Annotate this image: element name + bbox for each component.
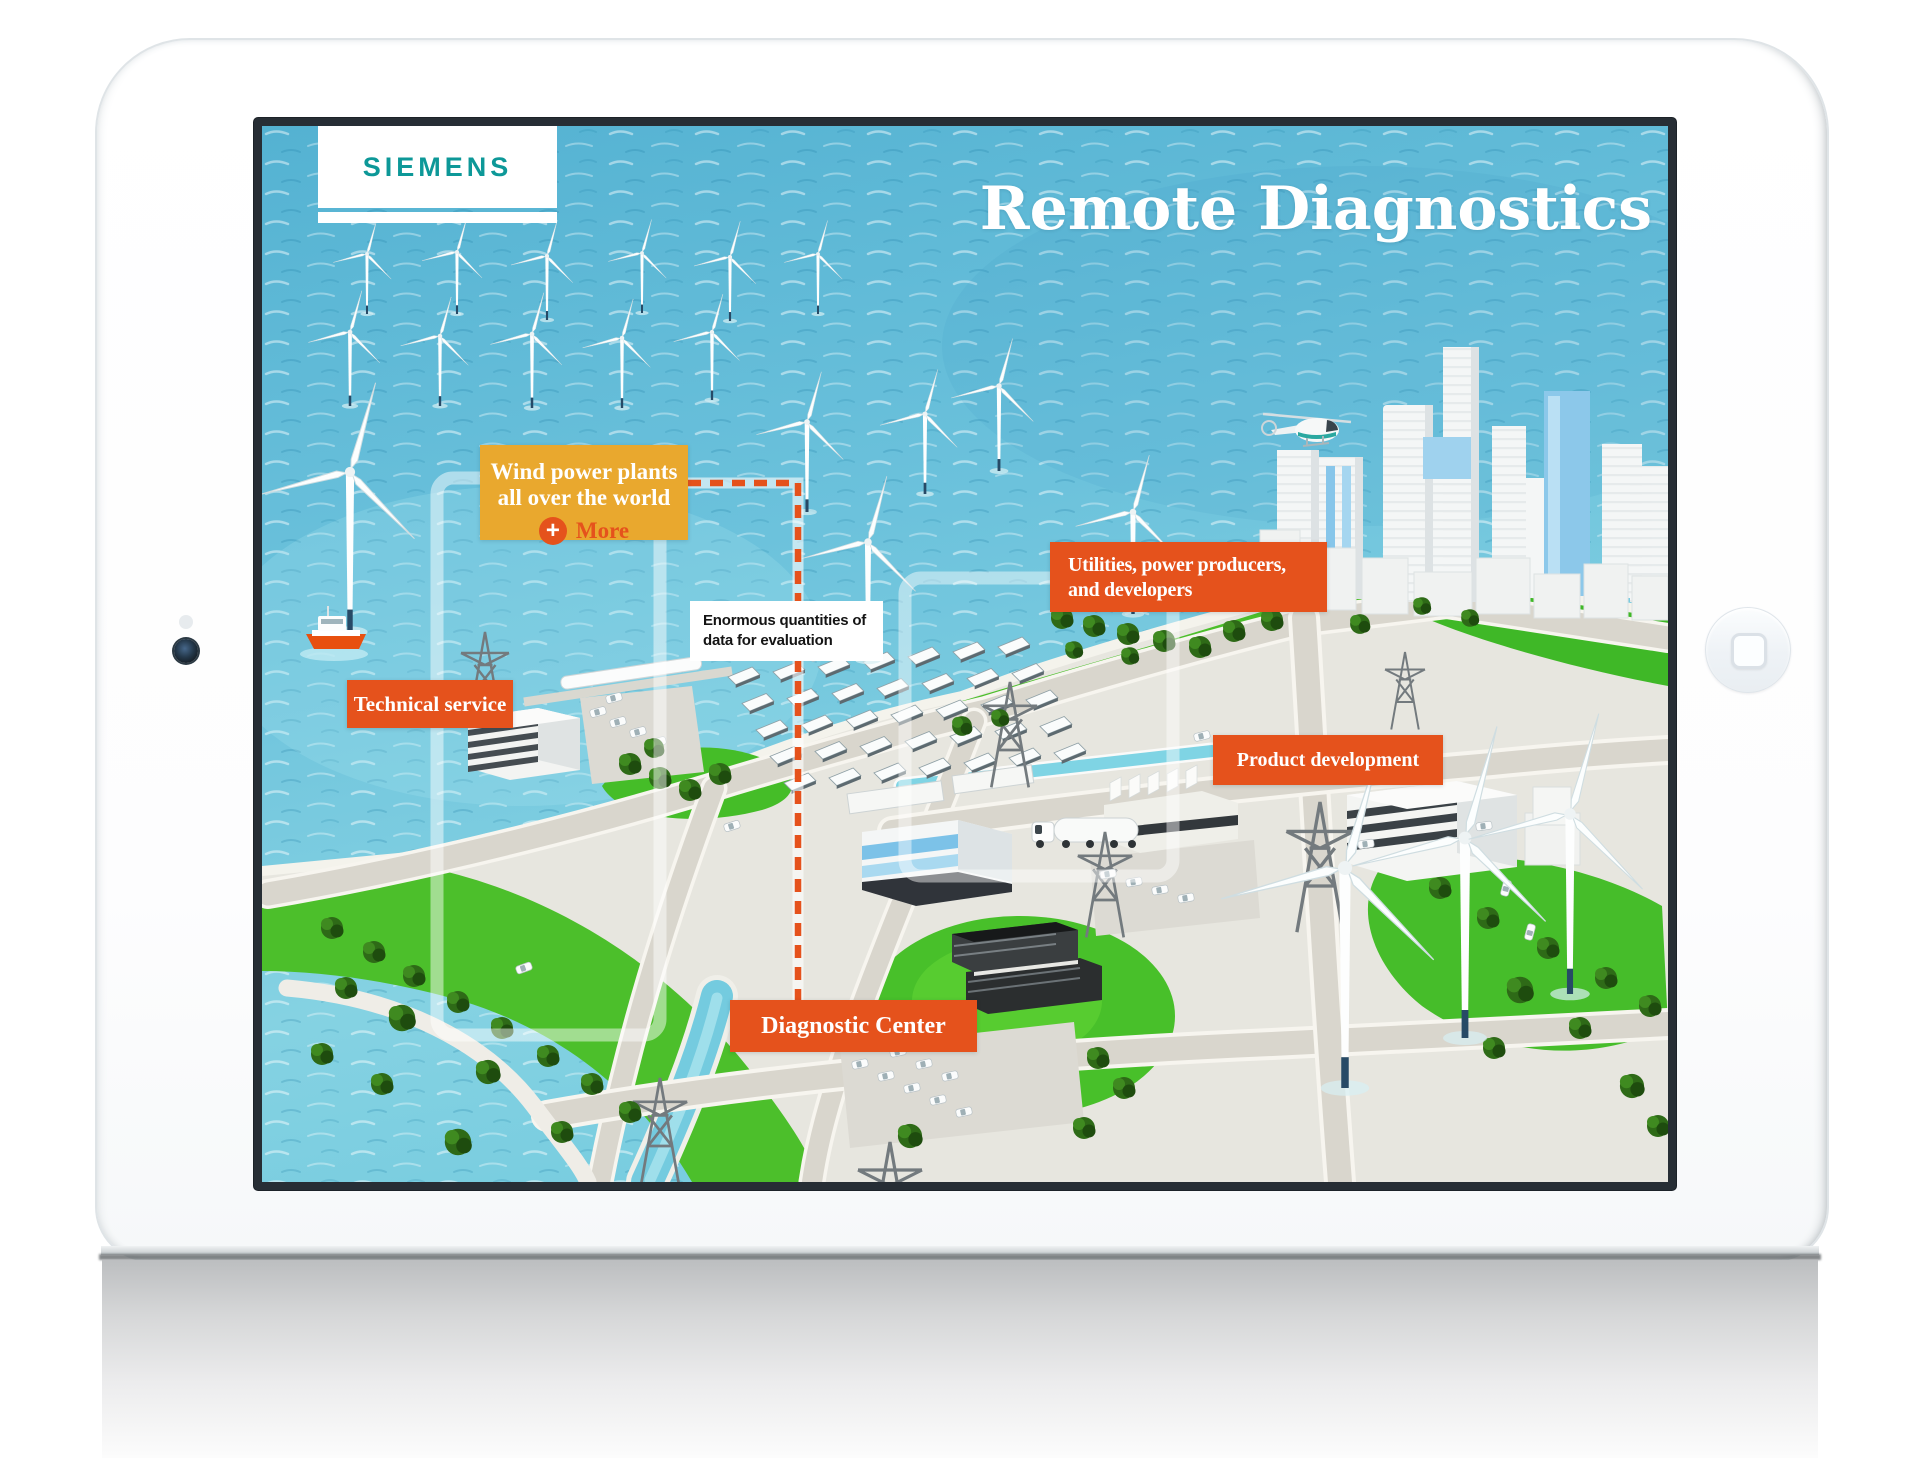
callout-diagnostic-center[interactable]: Diagnostic Center [730,1000,977,1052]
diagnostic-center-building [952,922,1102,1014]
callout-line: Wind power plants [490,459,678,484]
siemens-logo-plate: SIEMENS [318,126,557,208]
more-button-label: More [575,518,630,543]
callout-data-evaluation: Enormous quantities of data for evaluati… [690,601,883,661]
plus-icon: + [538,517,567,545]
helicopter [1261,412,1352,447]
service-truck [1031,817,1139,848]
callout-line: data for evaluation [703,632,833,649]
data-connector-line [688,477,804,1000]
more-button[interactable]: + More [480,517,688,545]
siemens-logo-underline [318,212,557,223]
callout-line: all over the world [497,485,671,510]
home-button-glyph [1731,633,1767,669]
page-title: Remote Diagnostics [979,174,1652,244]
callout-utilities[interactable]: Utilities, power producers, and develope… [1050,542,1327,612]
harbor-pier [523,656,733,707]
callout-line: and developers [1068,579,1193,601]
scene-illustration [262,126,1668,1182]
callout-wind-power-plants[interactable]: Wind power plants all over the world + M… [480,445,688,545]
callout-technical-service[interactable]: Technical service [347,680,513,728]
city-skyline [1259,347,1668,621]
ambient-sensor-dot [179,615,193,629]
home-button[interactable] [1705,607,1791,693]
app-screen: SIEMENS Remote Diagnostics Wind power pl… [254,118,1676,1190]
surface-reflection [102,1260,1818,1458]
tablet-seam [99,1254,1821,1260]
siemens-logo: SIEMENS [362,151,513,182]
camera-lens [174,639,198,663]
control-station-building [862,820,1012,906]
hotspot-utilities-region[interactable] [898,571,1180,883]
callout-line: Enormous quantities of [703,612,867,629]
remote-diagnostics-map[interactable]: SIEMENS Remote Diagnostics Wind power pl… [262,126,1668,1182]
service-boat [300,606,368,661]
callout-line: Utilities, power producers, [1068,554,1286,576]
callout-product-development[interactable]: Product development [1213,735,1443,785]
tablet-bottom-edge [101,1246,1819,1255]
